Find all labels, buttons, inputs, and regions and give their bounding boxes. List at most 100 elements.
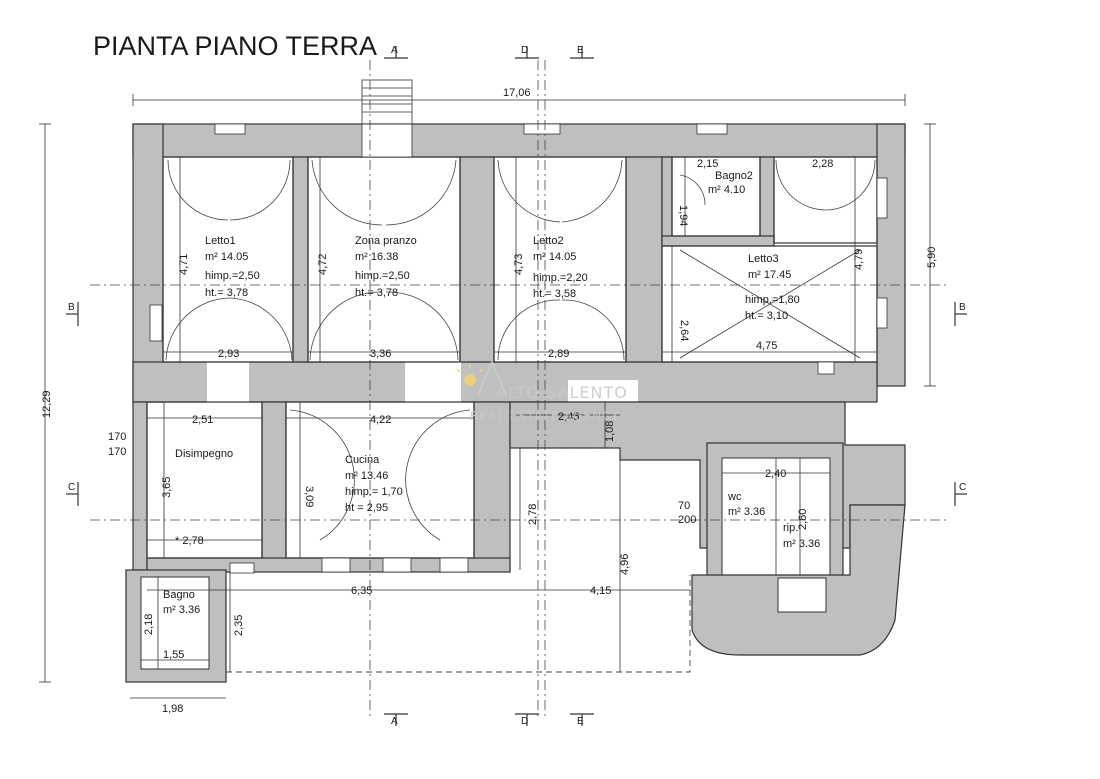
dim-bagno-w: 1,55 — [163, 649, 184, 661]
dim-letto1-h: 4,71 — [178, 254, 190, 275]
svg-text:himp.=2,20: himp.=2,20 — [533, 272, 588, 284]
svg-text:ht.= 3,78: ht.= 3,78 — [355, 287, 398, 299]
wall-bagno2-right — [759, 156, 775, 244]
svg-text:ht.= 3,58: ht.= 3,58 — [533, 288, 576, 300]
svg-text:himp.=1,80: himp.=1,80 — [745, 294, 800, 306]
section-marker-c-left: C — [66, 482, 79, 506]
svg-text:m² 14.05: m² 14.05 — [205, 251, 248, 263]
dim-yard-w: 2,45 — [558, 411, 579, 423]
dim-lower-h: 4,96 — [619, 554, 631, 575]
svg-text:Disimpegno: Disimpegno — [175, 448, 233, 460]
dim-pranzo-w: 3,36 — [370, 348, 391, 360]
dim-wc-h: 2,60 — [797, 509, 809, 530]
wall-middle-band — [132, 361, 878, 403]
room-labels: Letto1 m² 14.05 himp.=2,50 ht.= 3,78 Zon… — [163, 170, 820, 616]
svg-text:Bagno2: Bagno2 — [715, 170, 753, 182]
dim-wc-w: 2,40 — [765, 468, 786, 480]
svg-text:A: A — [391, 45, 398, 56]
section-marker-b-left: B — [66, 302, 79, 326]
svg-text:C: C — [68, 482, 75, 493]
window-8 — [321, 557, 351, 573]
window-1 — [214, 123, 246, 135]
yard-outlines — [226, 447, 691, 673]
room-bagno2: Bagno2 m² 4.10 — [708, 170, 753, 196]
dim-disimp-w: 2,51 — [192, 414, 213, 426]
section-marker-e-top: E — [570, 45, 594, 59]
svg-text:himp.=2,50: himp.=2,50 — [355, 270, 410, 282]
dim-cucina-w: 4,22 — [370, 414, 391, 426]
dim-door-170b: 170 — [108, 446, 126, 458]
dim-door-170a: 170 — [108, 431, 126, 443]
door-arcs — [165, 159, 876, 541]
dimension-lines — [39, 94, 936, 699]
svg-text:Zona pranzo: Zona pranzo — [355, 235, 417, 247]
dim-bagno-ext-h: 2,35 — [233, 615, 245, 636]
svg-text:himp.=2,50: himp.=2,50 — [205, 270, 260, 282]
room-letto3: Letto3 m² 17.45 himp.=1,80 ht.= 3,10 — [745, 253, 800, 322]
room-cucina: Cucina m² 13.46 himp.= 1,70 ht = 2,95 — [345, 454, 403, 514]
svg-text:Letto1: Letto1 — [205, 235, 236, 247]
window-3 — [523, 123, 561, 135]
room-letto2: Letto2 m² 14.05 himp.=2,20 ht.= 3,58 — [533, 235, 588, 300]
section-marker-e-bottom: E — [570, 713, 594, 727]
window-6 — [876, 297, 888, 329]
window-5 — [876, 177, 888, 219]
opening-3 — [568, 380, 638, 402]
room-disimpegno: Disimpegno — [175, 448, 233, 460]
svg-text:m² 3.36: m² 3.36 — [783, 538, 820, 550]
disimpegno-outline — [146, 401, 263, 559]
room-wc: wc m² 3.36 — [727, 491, 765, 518]
svg-text:C: C — [959, 482, 966, 493]
letto3-cross — [679, 249, 861, 359]
svg-text:m² 3.36: m² 3.36 — [163, 604, 200, 616]
dim-letto2-h: 4,73 — [513, 254, 525, 275]
dim-lower-w2: 4,15 — [590, 585, 611, 597]
wall-bagno2-left — [661, 156, 673, 244]
wall-east — [876, 123, 906, 387]
step-block — [777, 577, 827, 613]
dim-pranzo-h: 4,72 — [317, 254, 329, 275]
cucina-outline — [285, 401, 475, 559]
section-marker-a-top: A — [384, 45, 408, 59]
dimension-labels: 17,06 12,29 5,90 2,93 3,36 2,89 4,75 4,7… — [41, 87, 938, 715]
svg-text:himp.= 1,70: himp.= 1,70 — [345, 486, 403, 498]
svg-text:rip.: rip. — [783, 522, 798, 534]
steps-outline — [361, 79, 413, 125]
bagno-room — [140, 576, 210, 670]
section-markers: A D E A D E B — [66, 45, 967, 727]
wall-cucina-east — [473, 401, 511, 571]
section-marker-a-bottom: A — [384, 713, 408, 727]
letto1-outline — [162, 156, 294, 363]
plan-title: PIANTA PIANO TERRA — [93, 31, 377, 61]
section-marker-d-top: D — [515, 45, 539, 59]
dim-total-width: 17,06 — [503, 87, 531, 99]
dim-bagno-ext-w: 1,98 — [162, 703, 183, 715]
svg-text:D: D — [521, 716, 528, 727]
svg-text:ht.= 3,78: ht.= 3,78 — [205, 287, 248, 299]
window-10 — [439, 557, 469, 573]
dim-total-depth: 12,29 — [41, 390, 53, 418]
room-zona-pranzo: Zona pranzo m² 16.38 himp.=2,50 ht.= 3,7… — [355, 235, 417, 299]
wall-west — [132, 123, 164, 403]
dim-yard-h: 1,08 — [604, 421, 616, 442]
wall-partition-3 — [625, 156, 663, 363]
svg-text:m² 3.36: m² 3.36 — [728, 506, 765, 518]
bagno2-outline — [671, 156, 761, 237]
dim-door-70: 70 — [678, 500, 690, 512]
svg-text:A: A — [391, 716, 398, 727]
svg-text:m² 13.46: m² 13.46 — [345, 470, 388, 482]
window-12 — [229, 562, 255, 574]
dim-cucina-h: 3,09 — [303, 486, 315, 507]
svg-text:Letto2: Letto2 — [533, 235, 564, 247]
dim-letto3-w: 4,75 — [756, 340, 777, 352]
watermark: ALTO SALENTO REAL ESTATE AGENCY — [456, 360, 627, 423]
dim-lower-w: 6,35 — [351, 585, 372, 597]
dim-disimp-h: 3,65 — [161, 477, 173, 498]
letto2-outline — [493, 156, 627, 363]
dim-disimp-w2: * 2,78 — [175, 535, 204, 547]
svg-text:E: E — [577, 716, 584, 727]
wall-north — [132, 123, 906, 158]
dim-bagno2-w: 2,15 — [697, 158, 718, 170]
svg-text:Letto3: Letto3 — [748, 253, 779, 265]
